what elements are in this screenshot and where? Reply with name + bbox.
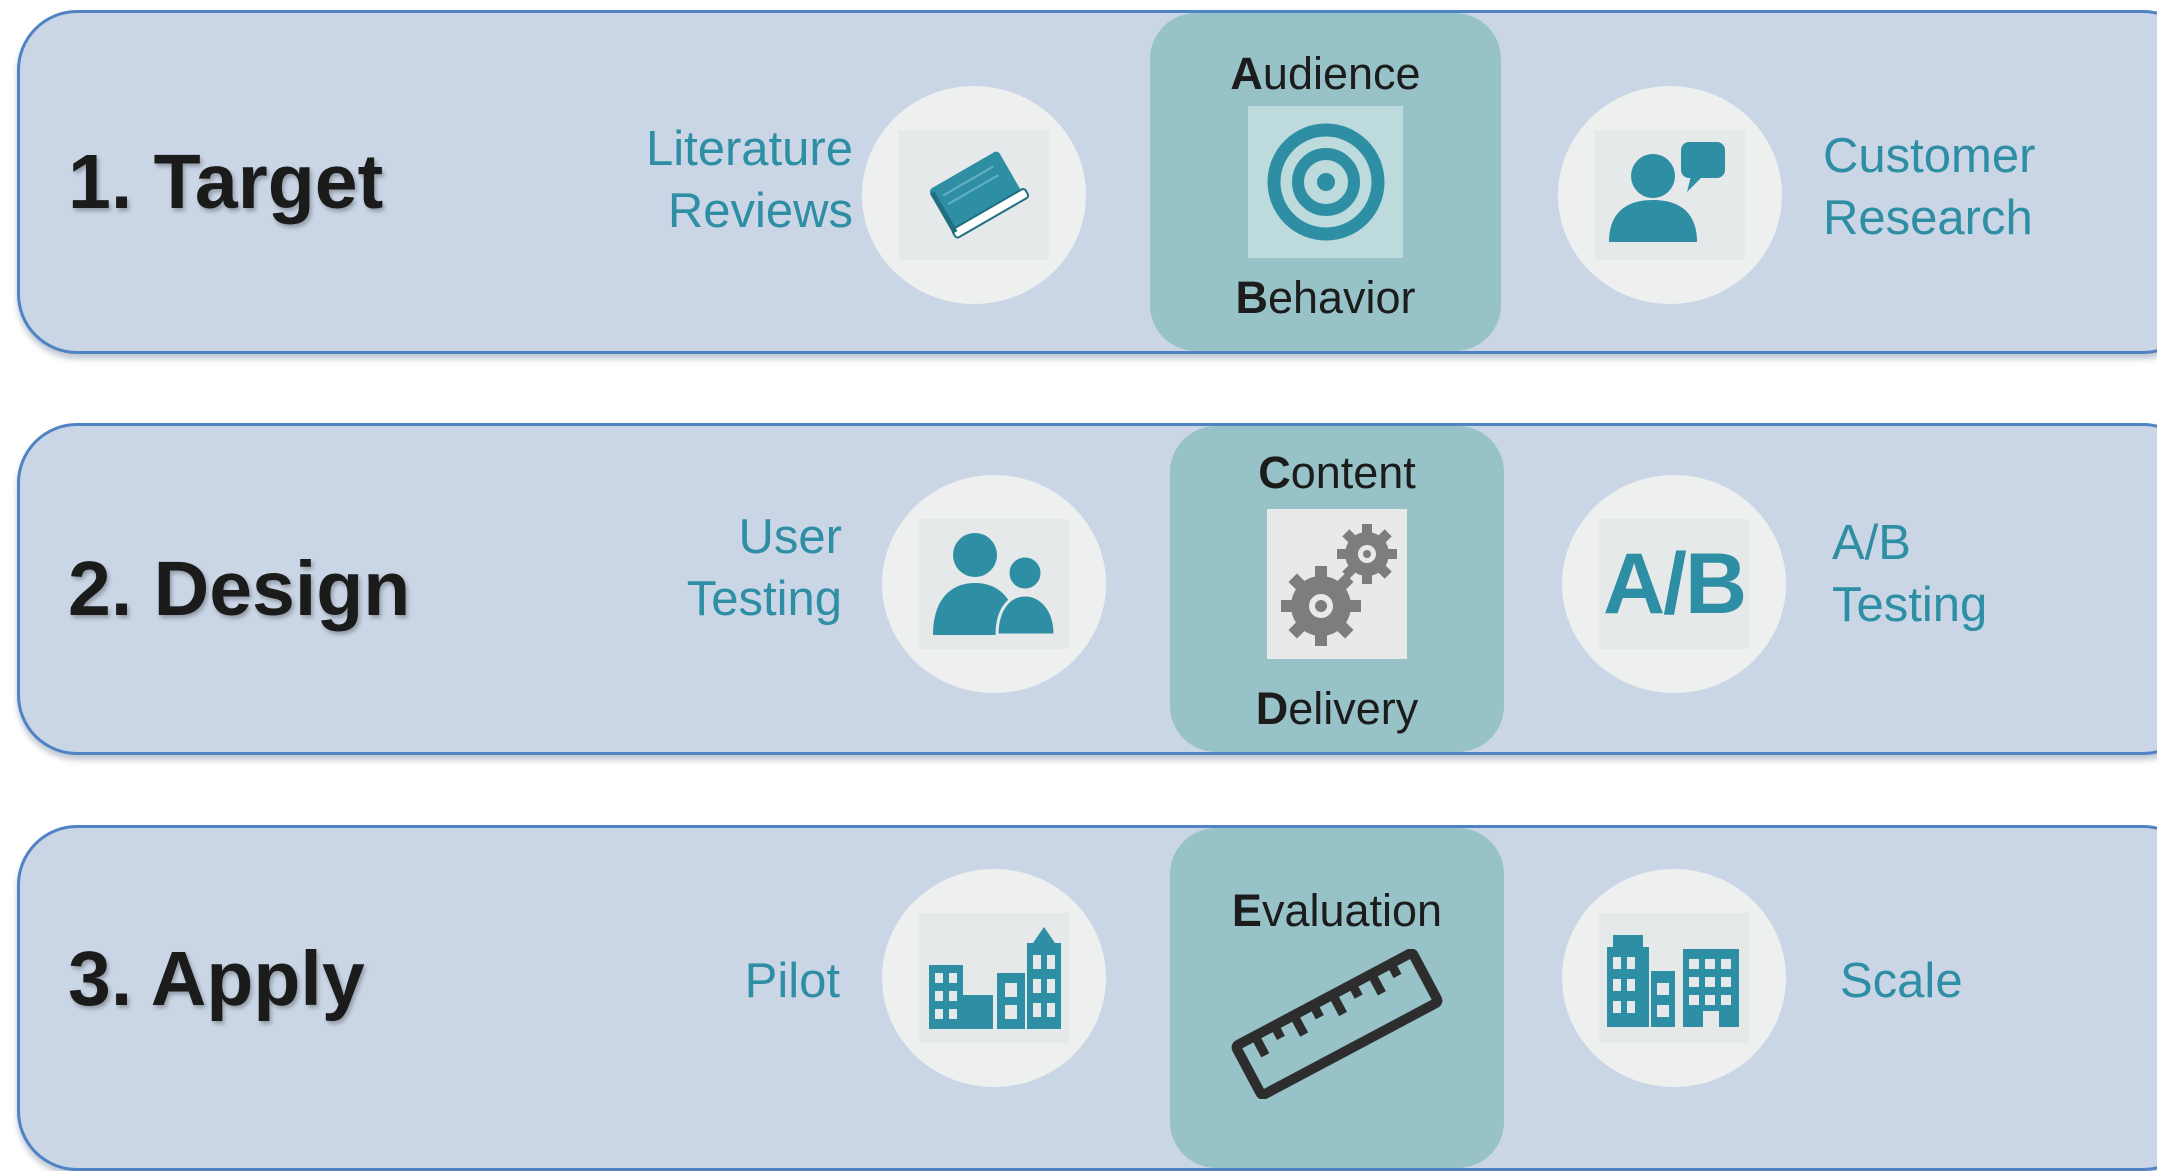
right-label: Scale [1840, 954, 1963, 1008]
center-text-content: Content [1258, 447, 1416, 498]
center-text-delivery: Delivery [1255, 683, 1419, 734]
left-label: User Testing [686, 510, 842, 626]
center-text-evaluation: Evaluation [1231, 885, 1443, 936]
right-circle: A/B [1562, 475, 1786, 693]
left-circle [882, 475, 1106, 693]
city-buildings-icon [1599, 913, 1749, 1043]
step-title: 2. Design [68, 545, 411, 632]
left-circle [862, 86, 1086, 304]
users-icon [919, 519, 1069, 649]
right-circle [1558, 86, 1782, 304]
gears-icon [1267, 509, 1407, 659]
row-apply: 3. Apply Pilot [17, 825, 2157, 1171]
left-label: Literature Reviews [645, 122, 853, 238]
left-label: Pilot [744, 954, 840, 1008]
row-target: 1. Target Literature Reviews Audience Be… [17, 10, 2157, 354]
ab-icon: A/B [1599, 519, 1749, 649]
right-label: A/B Testing [1832, 516, 1988, 632]
center-box: Audience Behavior [1150, 13, 1501, 351]
ruler-icon [1227, 948, 1447, 1104]
right-circle [1562, 869, 1786, 1087]
step-title: 3. Apply [68, 935, 365, 1022]
center-box: Evaluation [1170, 828, 1504, 1168]
target-icon [1248, 106, 1403, 258]
speaking-person-icon [1595, 130, 1745, 260]
left-circle [882, 869, 1106, 1087]
small-buildings-icon [919, 913, 1069, 1043]
book-icon [899, 130, 1049, 260]
center-box: Content [1170, 426, 1504, 752]
center-text-behavior: Behavior [1235, 272, 1416, 323]
step-title: 1. Target [68, 138, 384, 225]
center-text-audience: Audience [1230, 48, 1421, 99]
row-design: 2. Design User Testing Content [17, 423, 2157, 755]
right-label: Customer Research [1823, 129, 2036, 245]
